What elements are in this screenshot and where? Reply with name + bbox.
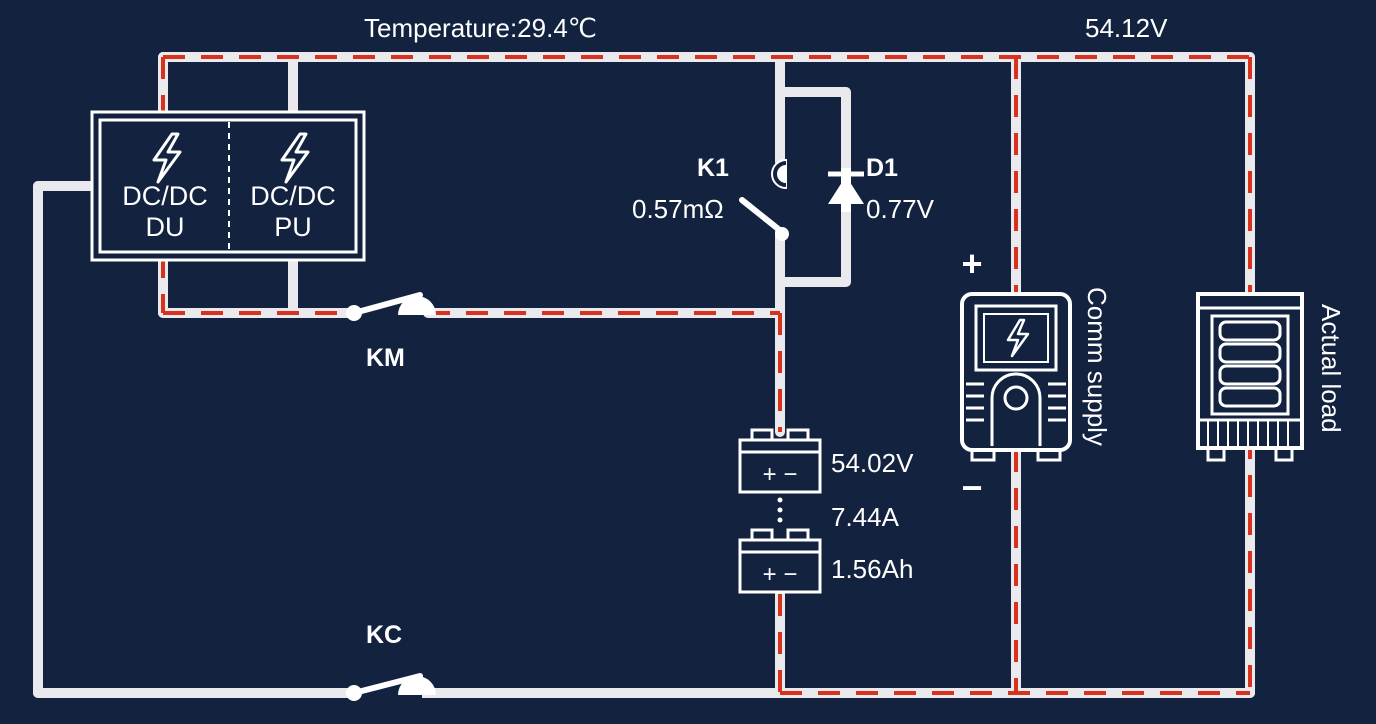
km-label: KM <box>366 344 405 372</box>
battery-2-terminals: + − <box>763 561 798 588</box>
actual-load-label: Actual load <box>1316 304 1346 433</box>
kc-switch: KC <box>346 621 436 704</box>
battery-1-terminals: + − <box>763 461 798 488</box>
battery-dot <box>777 497 783 503</box>
lightning-icon <box>152 132 182 184</box>
k1-blade <box>739 197 785 235</box>
battery-icon: + − <box>738 528 822 594</box>
k1-pivot <box>775 227 789 241</box>
dcdc-inner-box <box>98 118 358 254</box>
dcdc-pu-line1: DC/DC <box>250 181 336 211</box>
k1-label: K1 <box>697 154 729 182</box>
kc-label: KC <box>366 621 402 649</box>
actual-load: Actual load <box>1196 292 1346 462</box>
battery-current: 7.44A <box>831 502 900 532</box>
battery-icon: + − <box>738 428 822 494</box>
comm-supply: + − Comm supply <box>960 243 1112 508</box>
dcdc-pu-line2: PU <box>274 212 312 242</box>
battery-stack: + − + − 54.02V 7.44A 1.56Ah <box>738 428 914 594</box>
k1-contact-ring <box>773 161 787 187</box>
bus-voltage-label: 54.12V <box>1085 13 1168 43</box>
lightning-icon <box>280 132 310 184</box>
d1-diode: D1 0.77V <box>828 154 935 224</box>
battery-capacity: 1.56Ah <box>831 554 913 584</box>
server-rack-icon <box>1196 292 1304 462</box>
k1-switch: K1 0.57mΩ <box>632 154 789 241</box>
k1-resistance: 0.57mΩ <box>632 194 724 224</box>
kc-contact <box>398 676 436 695</box>
dcdc-du-line1: DC/DC <box>122 181 208 211</box>
battery-dot <box>777 517 783 523</box>
dcdc-du-line2: DU <box>146 212 185 242</box>
battery-voltage: 54.02V <box>831 448 914 478</box>
battery-dot <box>777 507 783 513</box>
km-switch: KM <box>346 292 436 372</box>
dcdc-module: DC/DC DU DC/DC PU <box>90 110 366 262</box>
comm-supply-plus: + <box>961 243 982 284</box>
d1-voltage: 0.77V <box>866 194 935 224</box>
km-contact <box>398 296 436 315</box>
power-supply-icon <box>960 292 1072 462</box>
temperature-label: Temperature:29.4℃ <box>364 13 597 43</box>
d1-label: D1 <box>866 154 898 182</box>
comm-supply-label: Comm supply <box>1082 287 1112 446</box>
comm-supply-minus: − <box>961 467 982 508</box>
